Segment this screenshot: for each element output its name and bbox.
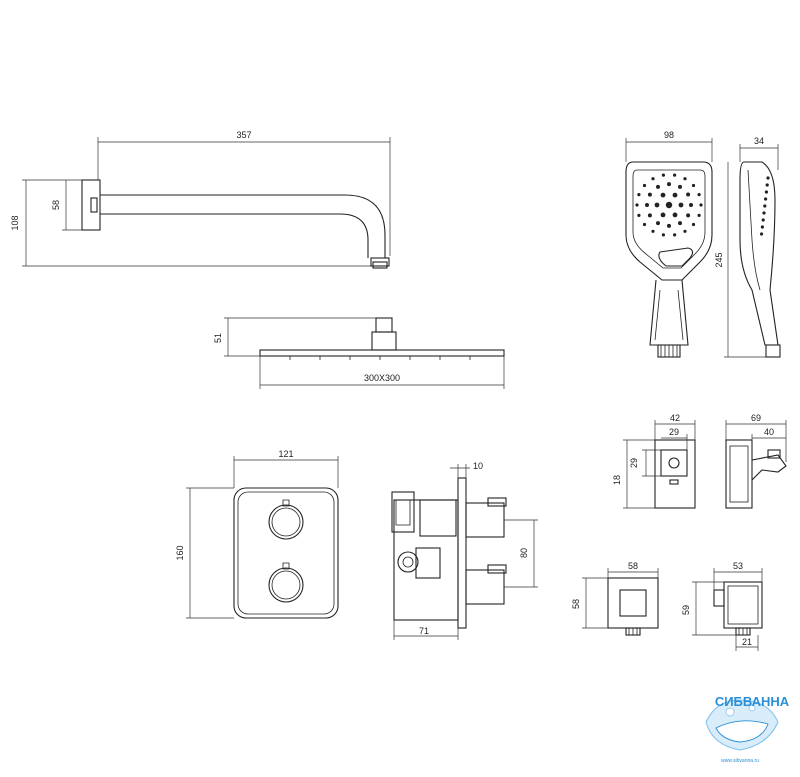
side-nozzle-dot <box>766 176 770 180</box>
dim-arm-height: 108 <box>10 215 20 230</box>
dim-mixer-height: 160 <box>175 545 185 560</box>
dim-arm-flange: 58 <box>51 200 61 210</box>
dim-outlet-side-height: 59 <box>681 605 691 615</box>
nozzle-dot <box>635 203 639 207</box>
nozzle-dot <box>686 213 691 218</box>
nozzle-dot <box>689 203 693 207</box>
side-nozzle-dot <box>764 190 769 194</box>
side-nozzle-dot <box>763 204 767 208</box>
dim-mixer-width: 121 <box>278 449 293 459</box>
hand-shower-front-drawing: 98 <box>625 130 713 358</box>
dim-outlet-side-small: 21 <box>742 637 752 647</box>
holder-front-drawing: 42 29 29 18 <box>612 413 696 509</box>
logo-url: www.sibvanna.ru <box>721 758 759 764</box>
dim-hand-depth: 34 <box>754 136 764 146</box>
nozzle-dot <box>678 221 682 226</box>
mixer-side-drawing: 10 80 71 <box>391 461 538 640</box>
side-nozzle-dot <box>760 225 765 229</box>
dim-mixer-spacing: 80 <box>519 548 529 558</box>
nozzle-dot <box>651 229 655 233</box>
side-nozzle-dot <box>765 183 769 187</box>
nozzle-dot <box>637 193 641 197</box>
nozzle-dot <box>647 213 652 218</box>
nozzle-dot <box>642 222 647 227</box>
dim-outlet-width: 58 <box>628 561 638 571</box>
dim-holder-side-depth: 69 <box>751 413 761 423</box>
nozzle-dot <box>683 177 687 181</box>
nozzle-dot <box>660 192 666 198</box>
dim-mixer-depth-top: 10 <box>473 461 483 471</box>
dim-hand-width: 98 <box>664 130 674 140</box>
dim-holder-inner: 29 <box>669 427 679 437</box>
dim-holder-height: 18 <box>612 475 622 485</box>
nozzle-dot <box>672 212 678 218</box>
mixer-front-drawing: 121 160 <box>175 449 339 619</box>
nozzle-dot <box>656 221 660 226</box>
dim-holder-inner-v: 29 <box>629 458 639 468</box>
dim-outlet-height: 58 <box>571 599 581 609</box>
nozzle-dot <box>673 173 677 177</box>
nozzle-dot <box>637 213 641 217</box>
nozzle-dot <box>691 183 696 188</box>
nozzle-dot <box>647 192 652 197</box>
nozzle-dot <box>660 212 666 218</box>
dim-hand-length: 245 <box>714 252 724 267</box>
side-nozzle-dot <box>762 211 766 215</box>
nozzle-dot <box>661 233 666 237</box>
nozzle-dot <box>691 222 696 227</box>
hand-shower-side-drawing: 34 245 <box>714 136 781 358</box>
side-nozzle-dot <box>764 197 768 201</box>
nozzle-dot <box>699 203 703 207</box>
shower-arm-drawing: 357 108 58 <box>10 130 391 269</box>
shower-head-drawing: 51 300X300 <box>213 317 505 389</box>
nozzle-dot <box>656 184 660 189</box>
dim-mixer-depth: 71 <box>419 626 429 636</box>
dim-head-height: 51 <box>213 333 223 343</box>
nozzle-dot <box>678 202 684 208</box>
dim-outlet-side-width: 53 <box>733 561 743 571</box>
nozzle-dot <box>673 233 677 237</box>
nozzle-dot <box>661 173 666 177</box>
dim-head-size: 300X300 <box>364 373 400 383</box>
dim-holder-width: 42 <box>670 413 680 423</box>
nozzle-dot <box>683 229 687 233</box>
spray-nozzles <box>635 173 703 237</box>
wall-outlet-side-drawing: 53 59 21 <box>681 561 763 651</box>
nozzle-dot <box>686 192 691 197</box>
nozzle-dot <box>665 201 673 209</box>
nozzle-dot <box>697 213 701 217</box>
nozzle-dot <box>672 192 678 198</box>
dim-holder-side-inner: 40 <box>764 427 774 437</box>
brand-logo: СИБВАННА www.sibvanna.ru <box>705 694 790 764</box>
nozzle-dot <box>642 183 647 188</box>
side-nozzle-dot <box>760 232 764 236</box>
wall-outlet-front-drawing: 58 58 <box>571 561 659 636</box>
nozzle-dot <box>667 182 671 187</box>
nozzle-dot <box>654 202 660 208</box>
nozzle-dot <box>667 223 671 228</box>
logo-text: СИБВАННА <box>715 694 790 709</box>
nozzle-dot <box>645 203 649 207</box>
nozzle-dot <box>651 177 655 181</box>
dim-arm-length: 357 <box>236 130 251 140</box>
holder-side-drawing: 69 40 <box>725 413 787 509</box>
side-nozzle-dot <box>761 218 765 222</box>
nozzle-dot <box>678 184 682 189</box>
nozzle-dot <box>697 193 701 197</box>
